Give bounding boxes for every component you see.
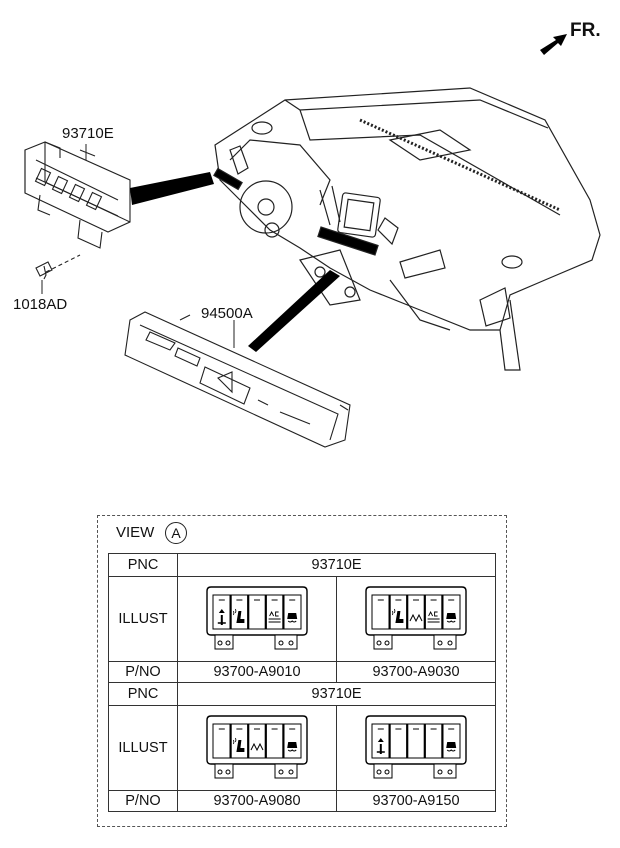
row-label-pno: P/NO [108, 790, 178, 812]
blank-icon [247, 595, 260, 629]
switch-illustration [365, 586, 467, 650]
parts-table: PNC 93710E ILLUST P/NO 93700-A9010 93700… [108, 553, 496, 812]
illust-cell [336, 576, 496, 662]
blank-icon [264, 724, 278, 758]
switch-illustration [365, 715, 467, 779]
table-row: PNC 93710E [108, 682, 496, 706]
blank-icon [388, 724, 402, 758]
leader-ribbon-switch [130, 172, 214, 205]
seat-heat-icon [388, 595, 404, 629]
ac-220v-icon [264, 595, 281, 629]
switch-assembly-illustration [24, 141, 131, 249]
hazard-panel-illustration [124, 311, 351, 448]
seat-vent-icon [217, 599, 226, 625]
row-label-illust: ILLUST [108, 705, 178, 791]
pno-cell: 93700-A9150 [336, 790, 496, 812]
switch-illustration [206, 586, 308, 650]
illust-cell [336, 705, 496, 791]
seat-heat-icon [229, 724, 245, 758]
view-title: VIEW [116, 524, 155, 541]
blank-icon [423, 724, 437, 758]
table-row: ILLUST [108, 705, 496, 791]
front-direction-arrow-icon [540, 34, 567, 55]
seat-heat-icon [229, 595, 245, 629]
illust-cell [177, 705, 337, 791]
awd-icon [406, 595, 423, 629]
blank-icon [406, 724, 419, 758]
switch-illustration [206, 715, 308, 779]
vdc-off-icon [282, 724, 298, 758]
vdc-off-icon [441, 724, 457, 758]
table-row: P/NO 93700-A9080 93700-A9150 [108, 790, 496, 812]
vdc-off-icon [441, 595, 457, 629]
pnc-cell: 93710E [177, 682, 496, 706]
pno-cell: 93700-A9030 [336, 661, 496, 683]
table-row: PNC 93710E [108, 553, 496, 577]
row-label-pnc: PNC [108, 682, 178, 706]
row-label-illust: ILLUST [108, 576, 178, 662]
pno-cell: 93700-A9080 [177, 790, 337, 812]
view-marker: A [165, 522, 187, 544]
dashboard-illustration [213, 87, 601, 371]
ac-220v-icon [423, 595, 440, 629]
table-row: ILLUST [108, 576, 496, 662]
front-direction-label: FR. [570, 20, 601, 41]
callout-1018ad: 1018AD [13, 296, 68, 313]
pnc-cell: 93710E [177, 553, 496, 577]
callout-93710e: 93710E [62, 125, 114, 142]
seat-vent-icon [376, 728, 385, 754]
callout-94500a: 94500A [201, 305, 253, 322]
illust-cell [177, 576, 337, 662]
awd-icon [247, 724, 264, 758]
vdc-off-icon [282, 595, 298, 629]
screw-illustration [35, 254, 81, 280]
pno-cell: 93700-A9010 [177, 661, 337, 683]
leader-ribbon-hazard [248, 270, 340, 352]
table-row: P/NO 93700-A9010 93700-A9030 [108, 661, 496, 683]
row-label-pno: P/NO [108, 661, 178, 683]
view-a-frame [97, 515, 507, 827]
row-label-pnc: PNC [108, 553, 178, 577]
